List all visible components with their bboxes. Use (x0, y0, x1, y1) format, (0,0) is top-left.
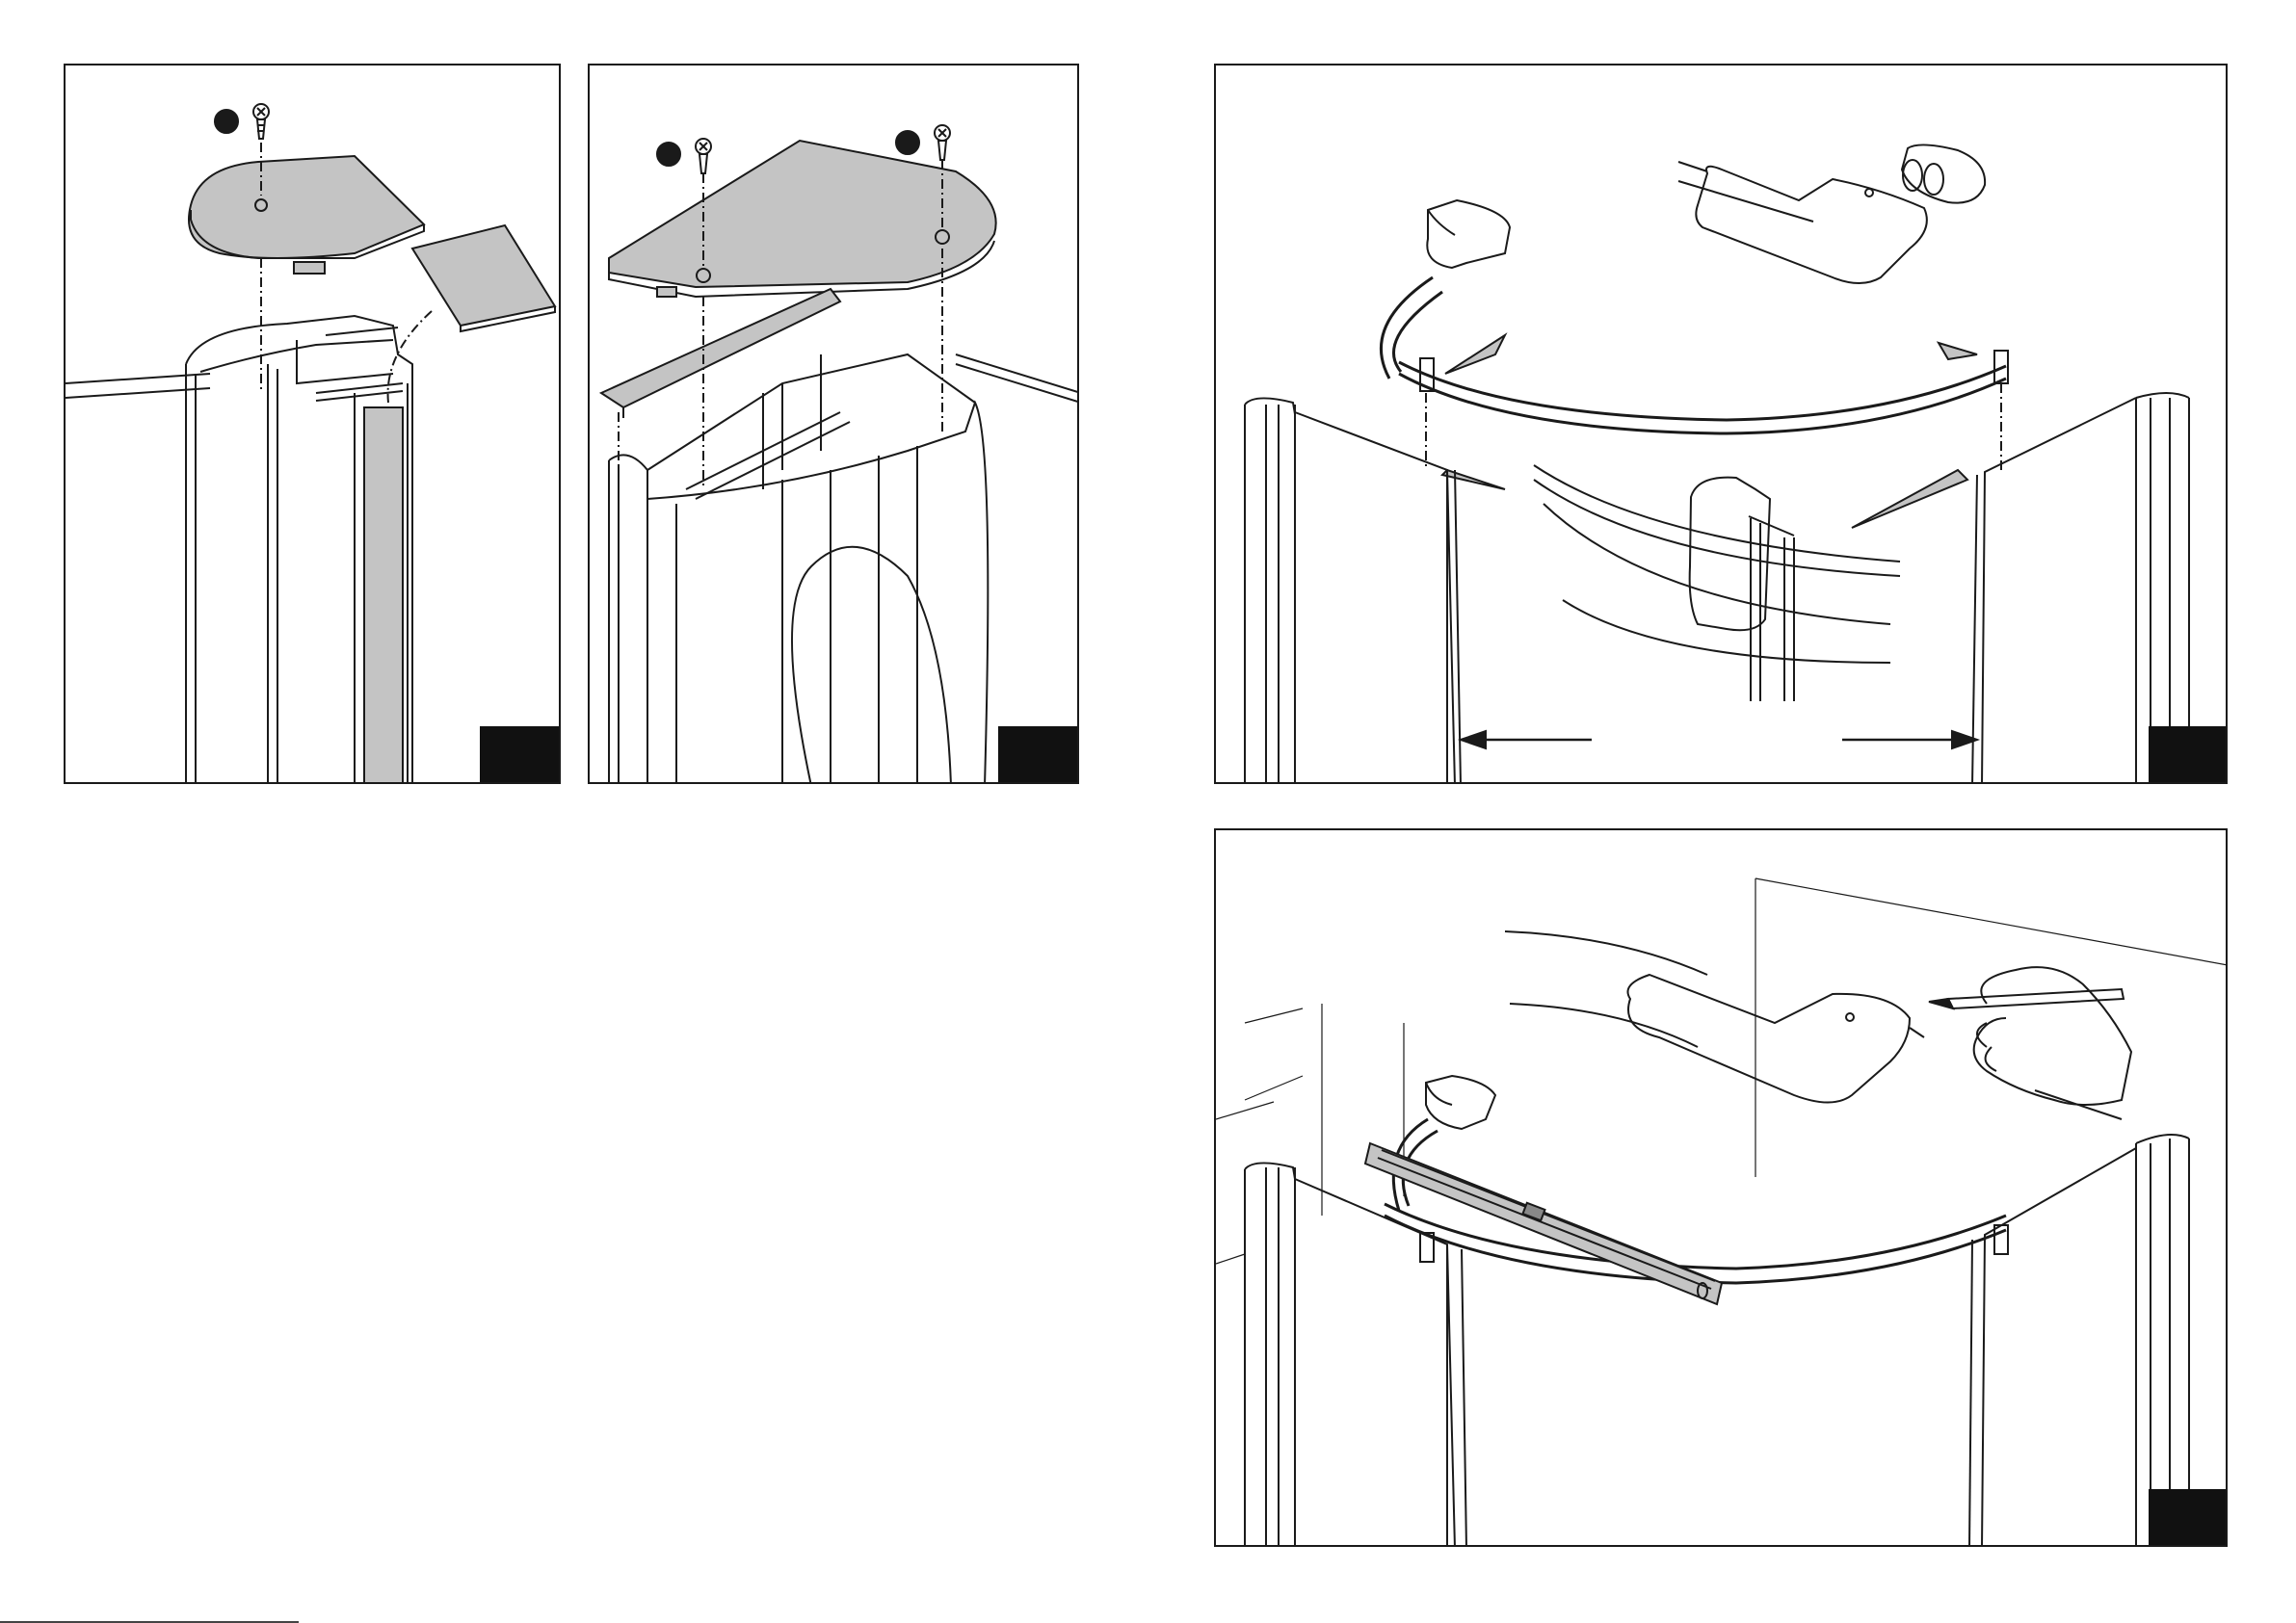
assembly-panel-3 (1214, 64, 2228, 784)
step-marker-dot (896, 131, 919, 154)
spirit-level (1365, 1143, 1722, 1304)
distance-arrow-right (1842, 731, 1977, 748)
assembly-panel-1 (64, 64, 561, 784)
assembly-panel-2 (588, 64, 1079, 784)
step-marker-dot (215, 110, 238, 133)
curved-rail (1399, 374, 2006, 433)
panel-1-illustration (66, 65, 561, 784)
screw-icon (935, 125, 950, 160)
step-number-box (480, 726, 559, 782)
distance-arrow-left (1461, 731, 1592, 748)
step-number-box (2149, 726, 2226, 782)
screw-icon (696, 139, 711, 173)
assembly-panel-4 (1214, 828, 2228, 1547)
step-number-box (998, 726, 1077, 782)
panel-3-illustration (1216, 65, 2228, 784)
step-number-box (2149, 1489, 2226, 1545)
step-marker-dot (657, 143, 680, 166)
corner-bracket (1678, 162, 1927, 283)
rubber-bumper (1902, 144, 1985, 202)
shelf-cap (189, 156, 424, 258)
screw-icon (253, 104, 269, 139)
panel-4-illustration (1216, 830, 2228, 1547)
pencil-hand (1929, 967, 2131, 1119)
cover-strip (601, 289, 840, 407)
seal-strip (412, 225, 555, 326)
panel-2-illustration (590, 65, 1079, 784)
